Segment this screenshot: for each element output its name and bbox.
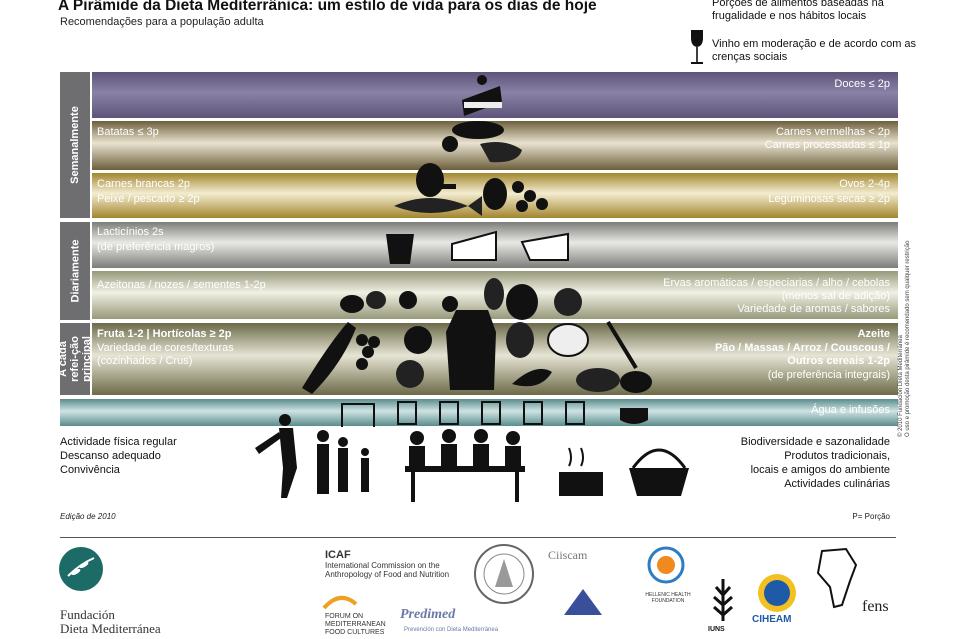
processed-meat-label: Carnes processadas ≤ 1p bbox=[764, 139, 890, 151]
olive-oil-label: Azeite bbox=[857, 328, 890, 340]
legumes-icon bbox=[512, 181, 548, 212]
footer-divider bbox=[60, 537, 896, 538]
portion-key: P= Porção bbox=[852, 512, 890, 521]
forum-label: FORUM ON MEDITERRANEAN FOOD CULTURES bbox=[325, 613, 386, 636]
ciheam-label: CIHEAM bbox=[752, 614, 792, 625]
onion-icon bbox=[484, 278, 538, 320]
hhf-label: HELLENIC HEALTH FOUNDATION bbox=[645, 592, 691, 604]
band-water: Água e infusões bbox=[60, 399, 898, 426]
foundation-logo bbox=[59, 547, 103, 591]
apple-icon bbox=[404, 326, 432, 354]
fish-label: Peixe / pescado ≥ 2p bbox=[97, 193, 200, 205]
lifestyle-eco-friendly: locais e amigos do ambiente bbox=[750, 464, 890, 476]
africa-map-icon bbox=[816, 547, 858, 609]
cooked-raw-note: (cozinhados / Crus) bbox=[97, 355, 193, 367]
foundation-name-2: Dieta Mediterránea bbox=[60, 621, 161, 636]
tea-cup-icon bbox=[620, 408, 648, 424]
wholegrain-note: (de preferência integrais) bbox=[767, 369, 890, 381]
cauliflower-icon bbox=[547, 323, 589, 357]
potatoes-label: Batatas ≤ 3p bbox=[97, 126, 159, 138]
section-every-meal-label: A cada refei-ção principal bbox=[57, 336, 93, 382]
egg-icon bbox=[483, 178, 507, 210]
lifestyle-traditional: Produtos tradicionais, bbox=[784, 450, 890, 462]
icaf-logo: ICAF International Commission on the Ant… bbox=[325, 549, 495, 579]
lifestyle-illustrations bbox=[255, 414, 689, 502]
section-every-meal: A cada refei-ção principal bbox=[57, 323, 93, 395]
wine-glass-icon bbox=[691, 30, 703, 64]
iuns-logo-icon bbox=[713, 579, 733, 621]
orange-icon bbox=[396, 360, 424, 388]
hhf-logo-icon bbox=[647, 546, 685, 584]
exercise-family-icon bbox=[255, 414, 369, 498]
dairy-label: Lacticínios 2s bbox=[97, 226, 164, 238]
section-weekly: Semanalmente bbox=[60, 72, 90, 218]
cheese-icon bbox=[451, 230, 569, 261]
water-jug-icon bbox=[341, 403, 375, 427]
cooking-pot-icon bbox=[559, 447, 603, 496]
spinach-icon bbox=[512, 368, 552, 387]
nuts-icon bbox=[340, 291, 458, 313]
section-weekly-label: Semanalmente bbox=[69, 106, 81, 184]
cereals-label: Pão / Massas / Arroz / Couscous / bbox=[714, 342, 890, 354]
lifestyle-cooking: Actividades culinárias bbox=[784, 478, 890, 490]
red-meat-label: Carnes vermelhas < 2p bbox=[775, 126, 890, 138]
predimed-logo: Predimed bbox=[400, 607, 456, 622]
lifestyle-biodiversity: Biodiversidade e sazonalidade bbox=[740, 436, 890, 448]
bread-icon bbox=[576, 368, 652, 393]
hebrew-university-logo-icon bbox=[564, 589, 602, 615]
fruit-vegetables-label: Fruta 1-2 | Hortícolas ≥ 2p bbox=[97, 328, 232, 340]
copyright-note: © 2010 Fundación Dieta Mediterránea O us… bbox=[898, 240, 911, 437]
olive-oil-jug-icon bbox=[446, 310, 496, 390]
cereals-portion-label: Outros cereais 1-2p bbox=[787, 355, 890, 367]
predimed-sub: Prevención con Dieta Mediterránea bbox=[404, 627, 499, 633]
herbs-label: Ervas aromáticas / especiarias / alho / … bbox=[663, 277, 890, 289]
dairy-note: (de preferência magros) bbox=[97, 241, 215, 253]
forum-logo-icon bbox=[322, 596, 358, 610]
eggs-label: Ovos 2-4p bbox=[839, 178, 890, 190]
variety-note: Variedade de cores/texturas bbox=[97, 342, 234, 354]
page-title: A Pirâmide da Dieta Mediterrânica: um es… bbox=[58, 0, 597, 14]
icaf-title: ICAF bbox=[325, 549, 351, 561]
wheat-icon bbox=[606, 320, 638, 370]
basket-icon bbox=[629, 448, 689, 496]
flavours-note: Variedade de aromas / sabores bbox=[737, 303, 890, 315]
frugality-note: Porções de alimentos baseadas na frugali… bbox=[712, 0, 884, 22]
legumes-label: Leguminosas secas ≥ 2p bbox=[768, 193, 890, 205]
iuns-label: IUNS bbox=[708, 626, 725, 633]
lifestyle-rest: Descanso adequado bbox=[60, 450, 161, 462]
watermelon-icon bbox=[302, 322, 356, 394]
garlic-icon bbox=[554, 288, 582, 316]
grapes-icon bbox=[356, 334, 380, 370]
section-daily-label: Diariamente bbox=[69, 239, 82, 303]
sweets-label: Doces ≤ 2p bbox=[834, 78, 890, 90]
salt-note: (menos sal de adição) bbox=[781, 290, 890, 302]
page-subtitle: Recomendações para a população adulta bbox=[60, 16, 264, 28]
ciheam-logo-icon bbox=[758, 574, 796, 612]
lifestyle-activity: Actividade física regular bbox=[60, 436, 177, 448]
university-seal-icon bbox=[474, 544, 534, 604]
artichoke-icon bbox=[506, 322, 534, 358]
pyramid-food-illustrations bbox=[302, 75, 652, 427]
poultry-label: Carnes brancas 2p bbox=[97, 178, 190, 190]
wine-note: Vinho em moderação e de acordo com as cr… bbox=[712, 38, 917, 63]
chicken-icon bbox=[416, 163, 456, 197]
icaf-line-2: Anthropology of Food and Nutrition bbox=[325, 570, 450, 579]
meat-icon bbox=[442, 121, 522, 163]
glasses-icon bbox=[397, 401, 585, 425]
lifestyle-conviviality: Convivência bbox=[60, 464, 120, 476]
olives-nuts-label: Azeitonas / nozes / sementes 1-2p bbox=[97, 279, 266, 291]
ciiscam-logo: Ciiscam bbox=[548, 548, 588, 562]
family-dinner-icon bbox=[405, 429, 525, 502]
section-daily: Diariamente bbox=[60, 222, 90, 320]
fish-icon bbox=[394, 196, 482, 216]
foundation-name-1: Fundación bbox=[60, 607, 115, 622]
fens-logo: fens bbox=[862, 598, 889, 615]
icaf-line-1: International Commission on the bbox=[325, 561, 440, 570]
edition-label: Edição de 2010 bbox=[60, 512, 116, 521]
yogurt-icon bbox=[386, 234, 414, 264]
cake-icon bbox=[462, 75, 502, 116]
water-label: Água e infusões bbox=[811, 404, 890, 416]
